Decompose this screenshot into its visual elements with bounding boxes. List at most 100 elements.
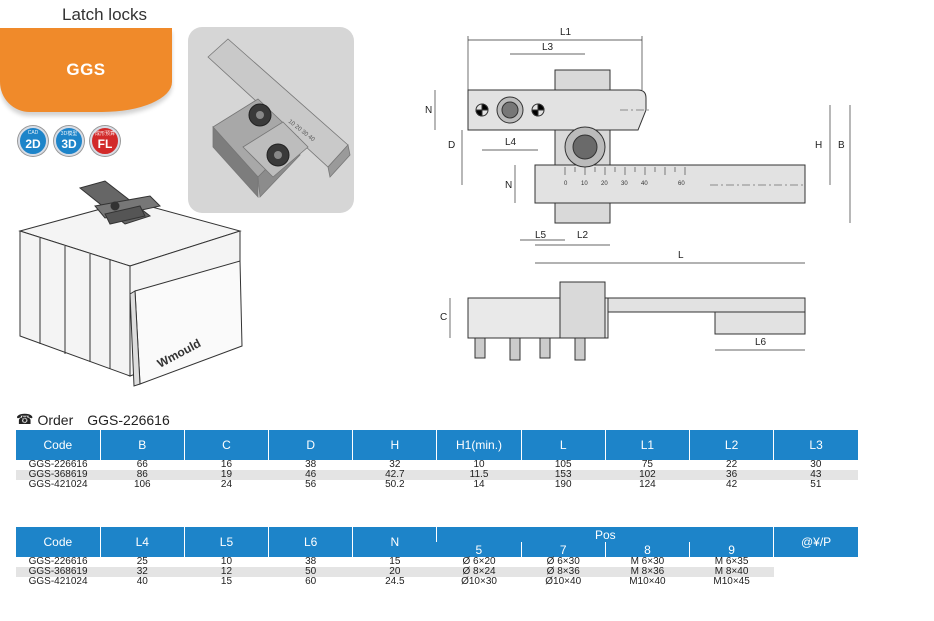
mould-illustration: Wmould — [18, 180, 243, 387]
cell: 19 — [184, 470, 269, 480]
model-3d-badge[interactable]: 3D模型 3D — [54, 126, 84, 156]
cell-code: GGS-421024 — [16, 577, 101, 587]
dimension-table-1: Code B C D H H1(min.) L L1 L2 L3 GGS-226… — [16, 430, 858, 490]
table-row[interactable]: GGS-421024 40 15 60 24.5 Ø10×30 Ø10×40 M… — [16, 577, 858, 587]
cell: 42 — [689, 480, 774, 490]
dim-l3: L3 — [542, 42, 554, 53]
cell: 16 — [184, 460, 269, 470]
series-banner: GGS — [0, 28, 172, 112]
cell: M 8×40 — [689, 567, 774, 577]
col-header: L2 — [688, 430, 774, 460]
table-row[interactable]: GGS-368619 32 12 50 20 Ø 8×24 Ø 8×36 M 8… — [16, 567, 858, 577]
col-header: L5 — [183, 527, 269, 557]
phone-icon: ☎ — [16, 411, 34, 427]
badge-label: 2D — [25, 136, 41, 151]
cell-price — [773, 557, 858, 567]
cell: 15 — [352, 557, 437, 567]
cad-2d-badge[interactable]: CAD 2D — [18, 126, 48, 156]
col-header: Code — [16, 430, 101, 460]
table-row[interactable]: GGS-226616 25 10 38 15 Ø 6×20 Ø 6×30 M 6… — [16, 557, 858, 567]
scale-tick: 20 — [601, 181, 608, 187]
cell: Ø 6×30 — [521, 557, 606, 567]
scale-tick: 0 — [564, 181, 568, 187]
cell-code: GGS-226616 — [16, 460, 101, 470]
dim-h: H — [815, 140, 822, 151]
cell: 38 — [268, 557, 353, 567]
cell: M10×45 — [689, 577, 774, 587]
cell: 24.5 — [352, 577, 437, 587]
pos-col-header: 7 — [520, 542, 606, 557]
dim-n-top: N — [425, 105, 432, 116]
cell: M 6×30 — [605, 557, 690, 567]
pos-col-header: 5 — [436, 542, 522, 557]
col-header: L1 — [604, 430, 690, 460]
cell: 11.5 — [436, 470, 522, 480]
scale-tick: 30 — [621, 181, 628, 187]
cell: 43 — [773, 470, 858, 480]
cell: 32 — [352, 460, 437, 470]
col-header: L4 — [99, 527, 185, 557]
cell: 30 — [773, 460, 858, 470]
cell: 25 — [100, 557, 185, 567]
table-row[interactable]: GGS-368619 86 19 46 42.7 11.5 153 102 36… — [16, 470, 858, 480]
cell: 40 — [100, 577, 185, 587]
cell: Ø10×30 — [436, 577, 522, 587]
col-header: D — [268, 430, 353, 460]
dim-d: D — [448, 140, 455, 151]
cell: 20 — [352, 567, 437, 577]
cell: 66 — [100, 460, 185, 470]
cell-code: GGS-226616 — [16, 557, 101, 567]
col-header: N — [352, 527, 437, 557]
col-header: C — [183, 430, 269, 460]
cell: Ø 8×36 — [521, 567, 606, 577]
pos-header: Pos — [436, 527, 774, 542]
cell-code: GGS-368619 — [16, 470, 101, 480]
col-header: Code — [16, 527, 101, 557]
dim-l4: L4 — [505, 137, 517, 148]
cell: 12 — [184, 567, 269, 577]
cell: 75 — [605, 460, 690, 470]
cell: 10 — [436, 460, 522, 470]
cell: M 6×35 — [689, 557, 774, 567]
cell-price — [773, 567, 858, 577]
cell: 38 — [268, 460, 353, 470]
fl-badge[interactable]: 成形预算 FL — [90, 126, 120, 156]
badge-caption: 成形预算 — [94, 131, 115, 137]
cell: 60 — [268, 577, 353, 587]
cell: 36 — [689, 470, 774, 480]
badge-caption: 3D模型 — [60, 131, 78, 137]
badge-label: 3D — [61, 136, 77, 151]
cell: M 8×36 — [605, 567, 690, 577]
col-header: B — [99, 430, 185, 460]
cell: 50.2 — [352, 480, 437, 490]
cell-price — [773, 577, 858, 587]
table-row[interactable]: GGS-226616 66 16 38 32 10 105 75 22 30 — [16, 460, 858, 470]
dim-l2: L2 — [577, 230, 589, 241]
order-code: GGS-226616 — [87, 411, 170, 428]
technical-drawing: L1 L3 L4 L5 L2 L N N D H B C L6 0 10 20 … — [425, 27, 851, 361]
cell: 15 — [184, 577, 269, 587]
cell: 51 — [773, 480, 858, 490]
cell: 10 — [184, 557, 269, 567]
cell: 56 — [268, 480, 353, 490]
scale-tick: 10 — [581, 181, 588, 187]
cell: 86 — [100, 470, 185, 480]
cell: 105 — [521, 460, 606, 470]
cell: 50 — [268, 567, 353, 577]
cell: 102 — [605, 470, 690, 480]
latch-lock-image: 10 20 30 40 — [207, 38, 351, 199]
cell: 42.7 — [352, 470, 437, 480]
dim-l5: L5 — [535, 230, 547, 241]
badge-caption: CAD — [27, 130, 39, 136]
cell: 22 — [689, 460, 774, 470]
col-header: L — [520, 430, 606, 460]
table-row[interactable]: GGS-421024 106 24 56 50.2 14 190 124 42 … — [16, 480, 858, 490]
cell: 153 — [521, 470, 606, 480]
cell: Ø 8×24 — [436, 567, 522, 577]
cell: 24 — [184, 480, 269, 490]
price-header: @¥/P — [773, 527, 858, 557]
col-header: H — [352, 430, 437, 460]
page-title: Latch locks — [62, 5, 148, 24]
col-header: L3 — [773, 430, 858, 460]
dim-b: B — [838, 140, 845, 151]
